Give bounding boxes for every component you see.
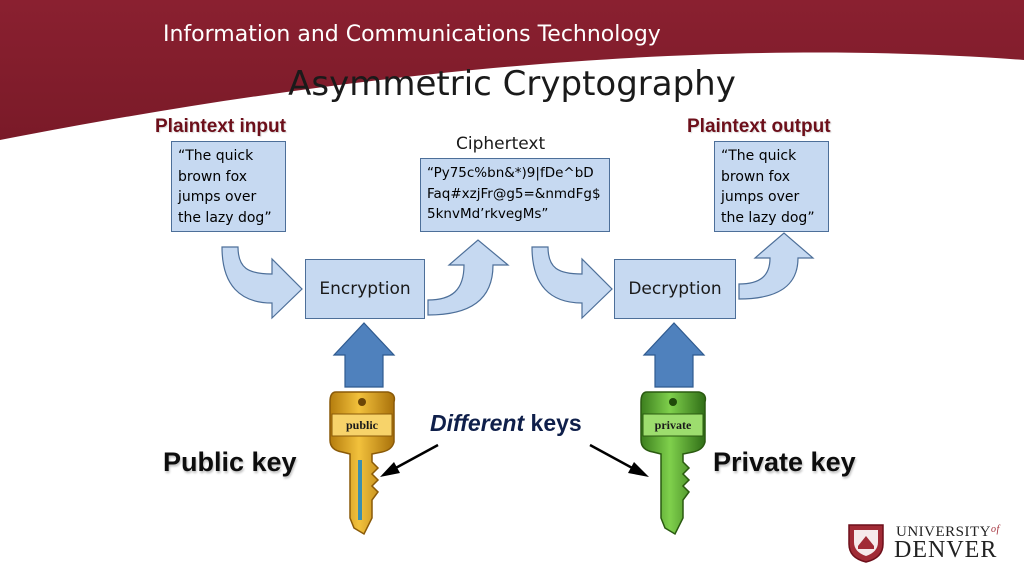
public-key-tag: public — [345, 418, 378, 432]
bent-arrow-encrypt-out — [427, 239, 510, 316]
output-line: “The quick — [721, 148, 797, 164]
different-rest: keys — [524, 410, 582, 436]
cipher-line: 5knvMd’rkvegMs” — [427, 206, 549, 222]
output-line: the lazy dog” — [721, 209, 815, 226]
plaintext-input-box: “The quick brown fox jumps over the lazy… — [171, 141, 286, 232]
decryption-box: Decryption — [614, 259, 736, 319]
ciphertext-label: Ciphertext — [456, 134, 546, 154]
up-arrow-public — [332, 322, 396, 388]
up-arrow-private — [642, 322, 706, 388]
cipher-line: Faq#xzjFr@g5=&nmdFg$ — [427, 185, 601, 202]
different-emphasis: Different — [430, 410, 525, 436]
private-key-label: Private key — [713, 447, 856, 477]
input-line: the lazy dog” — [178, 209, 272, 226]
public-key-label: Public key — [163, 447, 297, 477]
header-title: Information and Communications Technolog… — [163, 22, 661, 47]
plaintext-input-label: Plaintext input — [155, 116, 286, 137]
university-shield-icon — [848, 524, 884, 563]
bent-arrow-decrypt-out — [738, 232, 815, 300]
plaintext-output-box: “The quick brown fox jumps over the lazy… — [714, 141, 829, 232]
output-line: jumps over — [721, 189, 800, 205]
public-key-icon — [329, 391, 396, 536]
ciphertext-box: “Py75c%bn&*)9|fDe^bD Faq#xzjFr@g5=&nmdFg… — [420, 158, 610, 232]
input-line: jumps over — [178, 189, 257, 205]
cipher-line: “Py75c%bn&*)9|fDe^bD — [427, 165, 594, 181]
input-line: “The quick — [178, 148, 254, 164]
logo-university: UNIVERSITYof — [896, 524, 1000, 541]
output-line: brown fox — [721, 168, 791, 185]
plaintext-output-label: Plaintext output — [687, 116, 831, 137]
logo-denver: DENVER — [894, 537, 998, 563]
input-line: brown fox — [178, 168, 248, 185]
bent-arrow-in-decrypt — [531, 246, 613, 320]
logo-line1: UNIVERSITY — [896, 524, 991, 540]
logo-of: of — [991, 524, 1000, 535]
different-keys-label: Different keys — [430, 410, 582, 437]
private-key-tag: private — [654, 418, 692, 432]
encryption-box: Encryption — [305, 259, 425, 319]
slide-title: Asymmetric Cryptography — [288, 64, 736, 104]
bent-arrow-in-encrypt — [221, 246, 303, 320]
private-key-icon — [640, 391, 707, 536]
